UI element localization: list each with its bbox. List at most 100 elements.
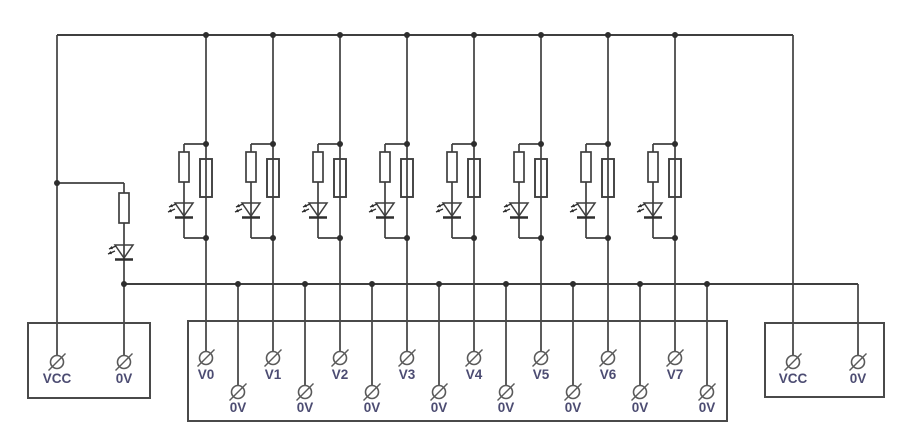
signal-terminal-label: V2 bbox=[332, 367, 349, 382]
led-arrowhead bbox=[503, 208, 507, 213]
signal-terminal-label: V7 bbox=[667, 367, 684, 382]
terminal-slash bbox=[497, 383, 515, 401]
led-arrowhead bbox=[168, 208, 172, 213]
right-supply-terminal-label: VCC bbox=[779, 371, 808, 386]
resistor-symbol bbox=[178, 151, 190, 183]
junction-dot bbox=[235, 281, 241, 287]
led-icon bbox=[173, 202, 195, 218]
gnd-terminal-label: 0V bbox=[632, 400, 649, 415]
fuse-symbol bbox=[266, 158, 280, 198]
junction-dot bbox=[203, 32, 209, 38]
junction-dot bbox=[605, 141, 611, 147]
terminal-slash bbox=[532, 349, 550, 367]
gnd-terminal-label: 0V bbox=[431, 400, 448, 415]
junction-dot bbox=[337, 141, 343, 147]
junction-dot bbox=[337, 235, 343, 241]
resistor-symbol bbox=[647, 151, 659, 183]
fuse-symbol bbox=[400, 158, 414, 198]
junction-dot bbox=[270, 235, 276, 241]
led-arrowhead bbox=[109, 245, 113, 250]
led-icon bbox=[374, 202, 396, 218]
terminal-slash bbox=[197, 349, 215, 367]
terminal-slash bbox=[115, 353, 133, 371]
junction-dot bbox=[538, 235, 544, 241]
right-supply-terminal-label: 0V bbox=[850, 371, 867, 386]
junction-dot bbox=[203, 141, 209, 147]
terminal-slash bbox=[264, 349, 282, 367]
gnd-terminal-label: 0V bbox=[230, 400, 247, 415]
junction-dot bbox=[672, 32, 678, 38]
junction-dot bbox=[337, 32, 343, 38]
terminal-slash bbox=[331, 349, 349, 367]
led-arrowhead bbox=[638, 203, 642, 208]
junction-dot bbox=[404, 32, 410, 38]
junction-dot bbox=[672, 141, 678, 147]
led-icon bbox=[642, 202, 664, 218]
led-arrowhead bbox=[437, 203, 441, 208]
junction-dot bbox=[302, 281, 308, 287]
junction-dot bbox=[404, 235, 410, 241]
fuse-symbol bbox=[668, 158, 682, 198]
terminal-slash bbox=[296, 383, 314, 401]
signal-terminal-label: V3 bbox=[399, 367, 416, 382]
junction-dot bbox=[704, 281, 710, 287]
led-arrowhead bbox=[436, 208, 440, 213]
terminal-slash bbox=[666, 349, 684, 367]
fuse-symbol bbox=[333, 158, 347, 198]
terminal-slash bbox=[363, 383, 381, 401]
led-icon bbox=[508, 202, 530, 218]
terminal-slash bbox=[599, 349, 617, 367]
led-icon bbox=[240, 202, 262, 218]
resistor-symbol bbox=[580, 151, 592, 183]
resistor-symbol bbox=[312, 151, 324, 183]
terminal-slash bbox=[398, 349, 416, 367]
terminal-slash bbox=[849, 353, 867, 371]
junction-dot bbox=[570, 281, 576, 287]
junction-dot bbox=[605, 235, 611, 241]
signal-terminal-label: V1 bbox=[265, 367, 282, 382]
led-arrowhead bbox=[369, 208, 373, 213]
led-icon bbox=[441, 202, 463, 218]
junction-dot bbox=[270, 141, 276, 147]
junction-dot bbox=[203, 235, 209, 241]
junction-dot bbox=[369, 281, 375, 287]
terminal-slash bbox=[784, 353, 802, 371]
led-arrowhead bbox=[303, 203, 307, 208]
gnd-terminal-label: 0V bbox=[297, 400, 314, 415]
left-supply-box bbox=[27, 322, 151, 399]
led-arrowhead bbox=[235, 208, 239, 213]
junction-dot bbox=[471, 32, 477, 38]
signal-terminal-label: V5 bbox=[533, 367, 550, 382]
fuse-symbol bbox=[467, 158, 481, 198]
junction-dot bbox=[503, 281, 509, 287]
terminal-slash bbox=[430, 383, 448, 401]
led-icon bbox=[575, 202, 597, 218]
led-arrowhead bbox=[570, 208, 574, 213]
led-arrowhead bbox=[236, 203, 240, 208]
led-arrowhead bbox=[108, 250, 112, 255]
junction-dot bbox=[538, 32, 544, 38]
left-supply-terminal-label: 0V bbox=[116, 371, 133, 386]
junction-dot bbox=[121, 281, 127, 287]
junction-dot bbox=[471, 235, 477, 241]
junction-dot bbox=[672, 235, 678, 241]
terminal-slash bbox=[48, 353, 66, 371]
io-terminal-box bbox=[187, 320, 728, 422]
terminal-slash bbox=[631, 383, 649, 401]
led-arrowhead bbox=[169, 203, 173, 208]
signal-terminal-label: V4 bbox=[466, 367, 483, 382]
resistor-symbol bbox=[379, 151, 391, 183]
led-arrowhead bbox=[302, 208, 306, 213]
terminal-slash bbox=[229, 383, 247, 401]
led-icon bbox=[307, 202, 329, 218]
junction-dot bbox=[637, 281, 643, 287]
gnd-terminal-label: 0V bbox=[565, 400, 582, 415]
led-icon bbox=[113, 244, 135, 260]
led-arrowhead bbox=[504, 203, 508, 208]
signal-terminal-label: V6 bbox=[600, 367, 617, 382]
fuse-symbol bbox=[199, 158, 213, 198]
junction-dot bbox=[436, 281, 442, 287]
fuse-symbol bbox=[601, 158, 615, 198]
